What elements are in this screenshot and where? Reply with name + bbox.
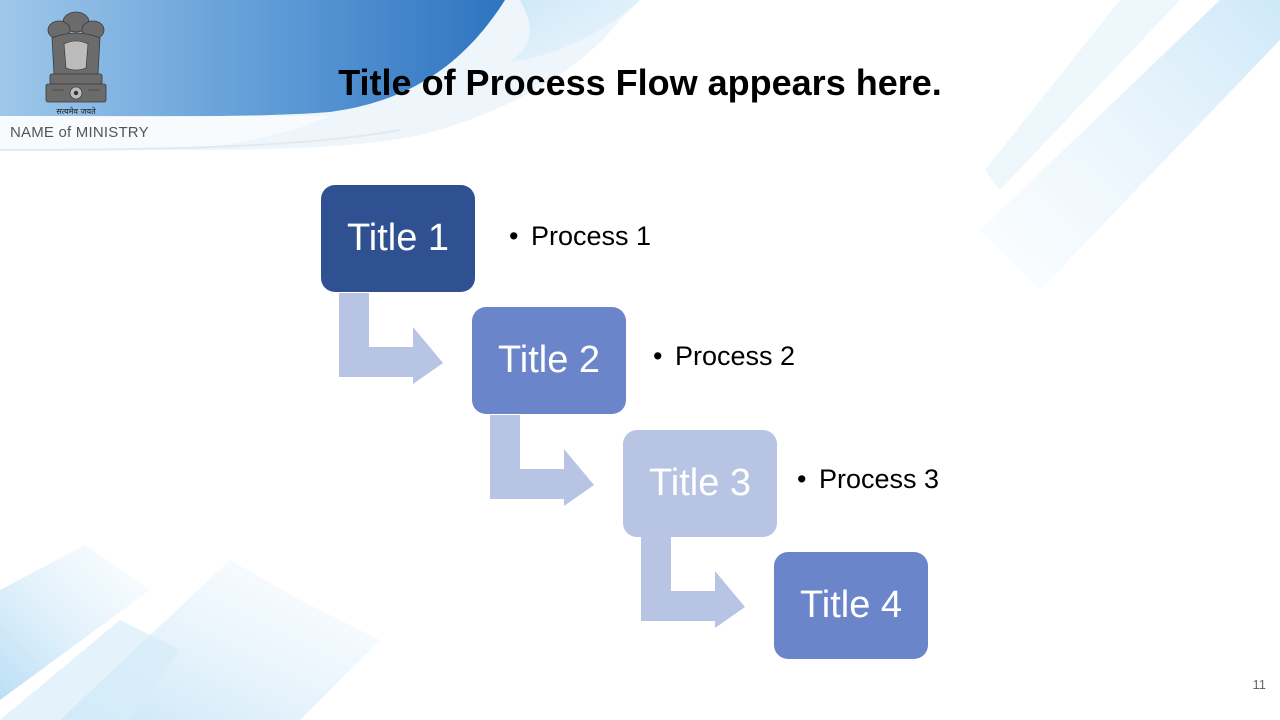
flow-step-title: Title 4	[799, 584, 903, 626]
flow-arrow-3	[641, 537, 745, 628]
process-text-3: • Process 3	[797, 464, 939, 495]
ministry-name: NAME of MINISTRY	[10, 124, 149, 141]
process-text-2: • Process 2	[653, 341, 795, 372]
process-label: Process 1	[531, 221, 652, 251]
process-label: Process 3	[819, 464, 940, 494]
flow-arrow-1	[339, 293, 443, 384]
emblem-motto: सत्यमेव जयते	[56, 107, 96, 116]
national-emblem-icon	[45, 11, 107, 103]
flow-step-3: Title 3	[623, 430, 777, 537]
flow-arrow-2	[490, 415, 594, 506]
flow-step-2: Title 2	[472, 307, 626, 414]
flow-step-title: Title 3	[648, 462, 752, 504]
flow-step-title: Title 1	[346, 217, 450, 259]
bullet-icon: •	[797, 464, 807, 494]
page-number: 11	[1252, 677, 1267, 692]
bullet-icon: •	[653, 341, 663, 371]
flow-step-title: Title 2	[497, 339, 601, 381]
process-label: Process 2	[675, 341, 796, 371]
flow-step-1: Title 1	[321, 185, 475, 292]
bullet-icon: •	[509, 221, 519, 251]
process-text-1: • Process 1	[509, 221, 651, 252]
slide-title: Title of Process Flow appears here.	[338, 62, 942, 103]
flow-step-4: Title 4	[774, 552, 928, 659]
